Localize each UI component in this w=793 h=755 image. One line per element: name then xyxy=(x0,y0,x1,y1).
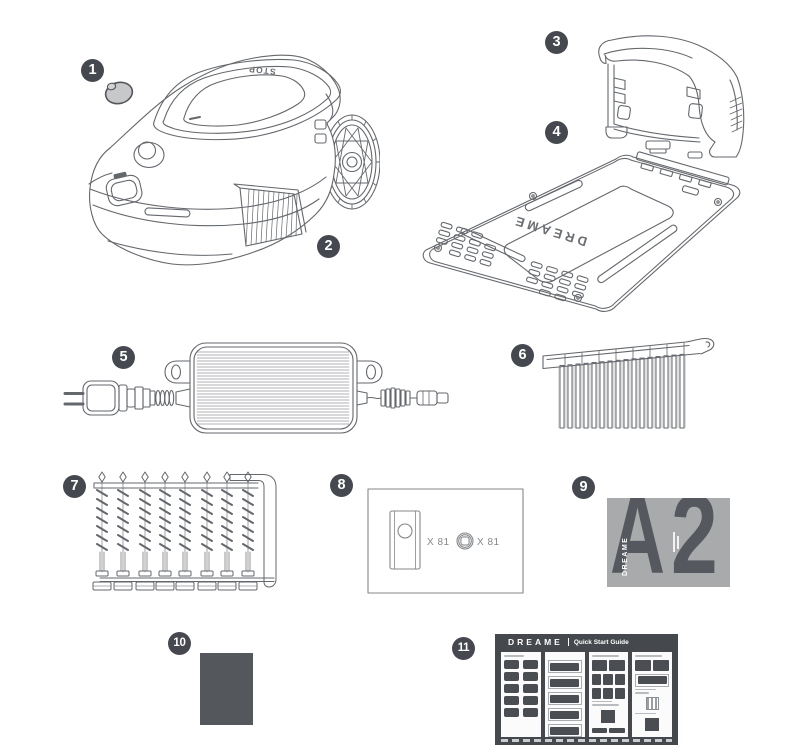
blade-qty-label: X 81 xyxy=(427,537,450,548)
stop-label: STOP xyxy=(248,64,277,77)
dc-connector-icon xyxy=(416,390,438,406)
guide-panel-2 xyxy=(544,652,585,737)
power-plug-icon xyxy=(82,380,120,416)
ground-stakes-illustration xyxy=(92,471,277,591)
screw-qty-label: X 81 xyxy=(477,537,500,548)
quick-start-title: Quick Start Guide xyxy=(573,638,629,646)
badge-4: 4 xyxy=(545,121,568,144)
vent-slots-bottom xyxy=(526,261,589,302)
badge-2: 2 xyxy=(317,235,340,258)
badge-5: 5 xyxy=(112,346,135,369)
badge-11: 11 xyxy=(452,637,475,660)
hex-key-icon xyxy=(229,474,277,588)
manual-a2-cover: A 2 DREAME xyxy=(607,498,730,587)
base-plate-illustration: DREAME xyxy=(422,151,741,312)
badge-6: 6 xyxy=(511,344,534,367)
manual-model-letter: A xyxy=(610,498,666,587)
manual-brand-vertical: DREAME xyxy=(622,536,629,576)
manual-model-digit: 2 xyxy=(671,498,718,587)
brush-comb-illustration xyxy=(542,337,715,429)
badge-7: 7 xyxy=(63,475,86,498)
spares-box-illustration: X 81 X 81 xyxy=(367,488,524,594)
badge-8: 8 xyxy=(330,474,353,497)
screw-icon xyxy=(456,532,474,550)
guide-panel-3 xyxy=(588,652,629,737)
badge-9: 9 xyxy=(572,476,595,499)
rear-wheel-icon xyxy=(323,114,380,210)
vent-slots-left xyxy=(435,221,497,267)
docking-rail xyxy=(635,151,730,196)
quick-start-brand: DREAME xyxy=(508,637,563,647)
badge-1: 1 xyxy=(81,59,104,82)
guide-panels xyxy=(501,652,672,737)
guide-panel-4 xyxy=(632,652,672,737)
header-divider xyxy=(567,638,569,646)
dark-booklet xyxy=(200,653,253,725)
manual-small-text-line xyxy=(673,532,675,552)
front-latch-icon xyxy=(105,171,143,207)
guide-panel-1 xyxy=(501,652,541,737)
screw-holes xyxy=(433,191,723,303)
blade-icon xyxy=(389,510,421,570)
manual-small-text-line xyxy=(677,536,679,549)
power-adapter-illustration xyxy=(63,342,449,434)
badge-10: 10 xyxy=(168,632,191,655)
charging-station-illustration xyxy=(598,35,745,159)
robot-mower-illustration: STOP xyxy=(88,54,380,266)
spare-cap-illustration xyxy=(104,81,134,105)
quick-start-header: DREAME Quick Start Guide xyxy=(495,634,678,650)
badge-3: 3 xyxy=(545,31,568,54)
perforation-strip xyxy=(501,739,672,742)
base-brand-label: DREAME xyxy=(511,213,589,250)
quick-start-guide: DREAME Quick Start Guide xyxy=(495,634,678,745)
